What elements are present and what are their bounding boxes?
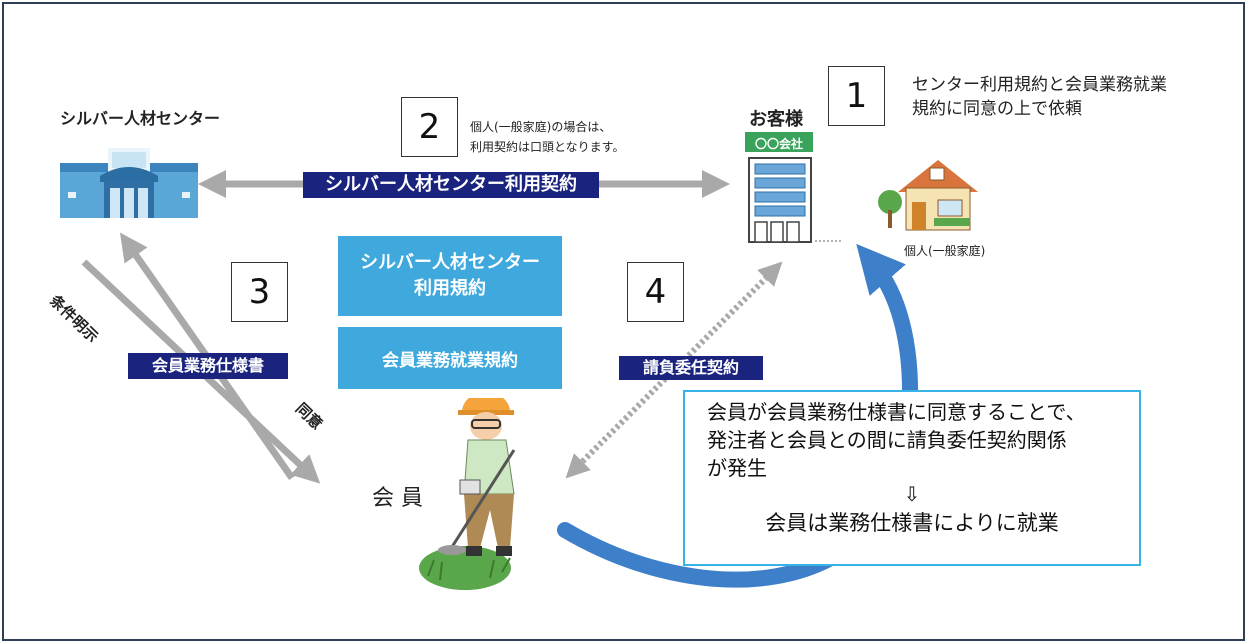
work-rules-label: 会員業務就業規約 xyxy=(382,350,518,371)
house-icon xyxy=(878,160,978,231)
down-arrow-icon: ⇩ xyxy=(903,482,921,506)
member-spec-label: 会員業務仕様書 xyxy=(128,353,288,379)
company-sign: 〇〇会社 xyxy=(754,137,803,151)
individual-label: 個人(一般家庭) xyxy=(904,244,986,258)
step-number-4: 4 xyxy=(627,262,684,322)
step-number-1: 1 xyxy=(828,66,885,126)
note-2-line1: 個人(一般家庭)の場合は、 xyxy=(470,120,612,134)
callout-line2: 発注者と会員との間に請負委任契約関係 xyxy=(707,428,1067,452)
note-1-line1: センター利用規約と会員業務就業 xyxy=(912,75,1167,95)
subcontract-label: 請負委任契約 xyxy=(619,356,763,380)
note-2-line2: 利用契約は口頭となります。 xyxy=(470,140,625,154)
member-label: 会 員 xyxy=(372,486,423,511)
note-2: 個人(一般家庭)の場合は、 利用契約は口頭となります。 xyxy=(470,117,624,157)
step-number-2: 2 xyxy=(401,97,458,157)
office-building-icon xyxy=(745,132,841,243)
center-rules-box: シルバー人材センター 利用規約 xyxy=(338,236,562,316)
callout-line3: が発生 xyxy=(707,456,767,480)
note-1-line2: 規約に同意の上で依頼 xyxy=(912,99,1082,119)
center-rules-line1: シルバー人材センター xyxy=(360,252,540,273)
work-rules-box: 会員業務就業規約 xyxy=(338,327,562,389)
explanation-callout: 会員が会員業務仕様書に同意することで、 発注者と会員との間に請負委任契約関係 が… xyxy=(683,390,1141,566)
customer-title: お客様 xyxy=(749,109,803,130)
worker-illustration xyxy=(419,398,516,590)
center-title: シルバー人材センター xyxy=(60,109,221,128)
utilization-contract-label: シルバー人材センター利用契約 xyxy=(303,172,599,198)
callout-line1: 会員が会員業務仕様書に同意することで、 xyxy=(707,400,1086,424)
center-rules-line2: 利用規約 xyxy=(414,278,486,299)
note-1: センター利用規約と会員業務就業 規約に同意の上で依頼 xyxy=(912,73,1167,121)
center-building-icon xyxy=(60,148,198,218)
step-number-3: 3 xyxy=(231,262,288,322)
callout-line4: 会員は業務仕様書によりに就業 xyxy=(765,511,1059,535)
subcontract-arrow xyxy=(565,261,783,479)
